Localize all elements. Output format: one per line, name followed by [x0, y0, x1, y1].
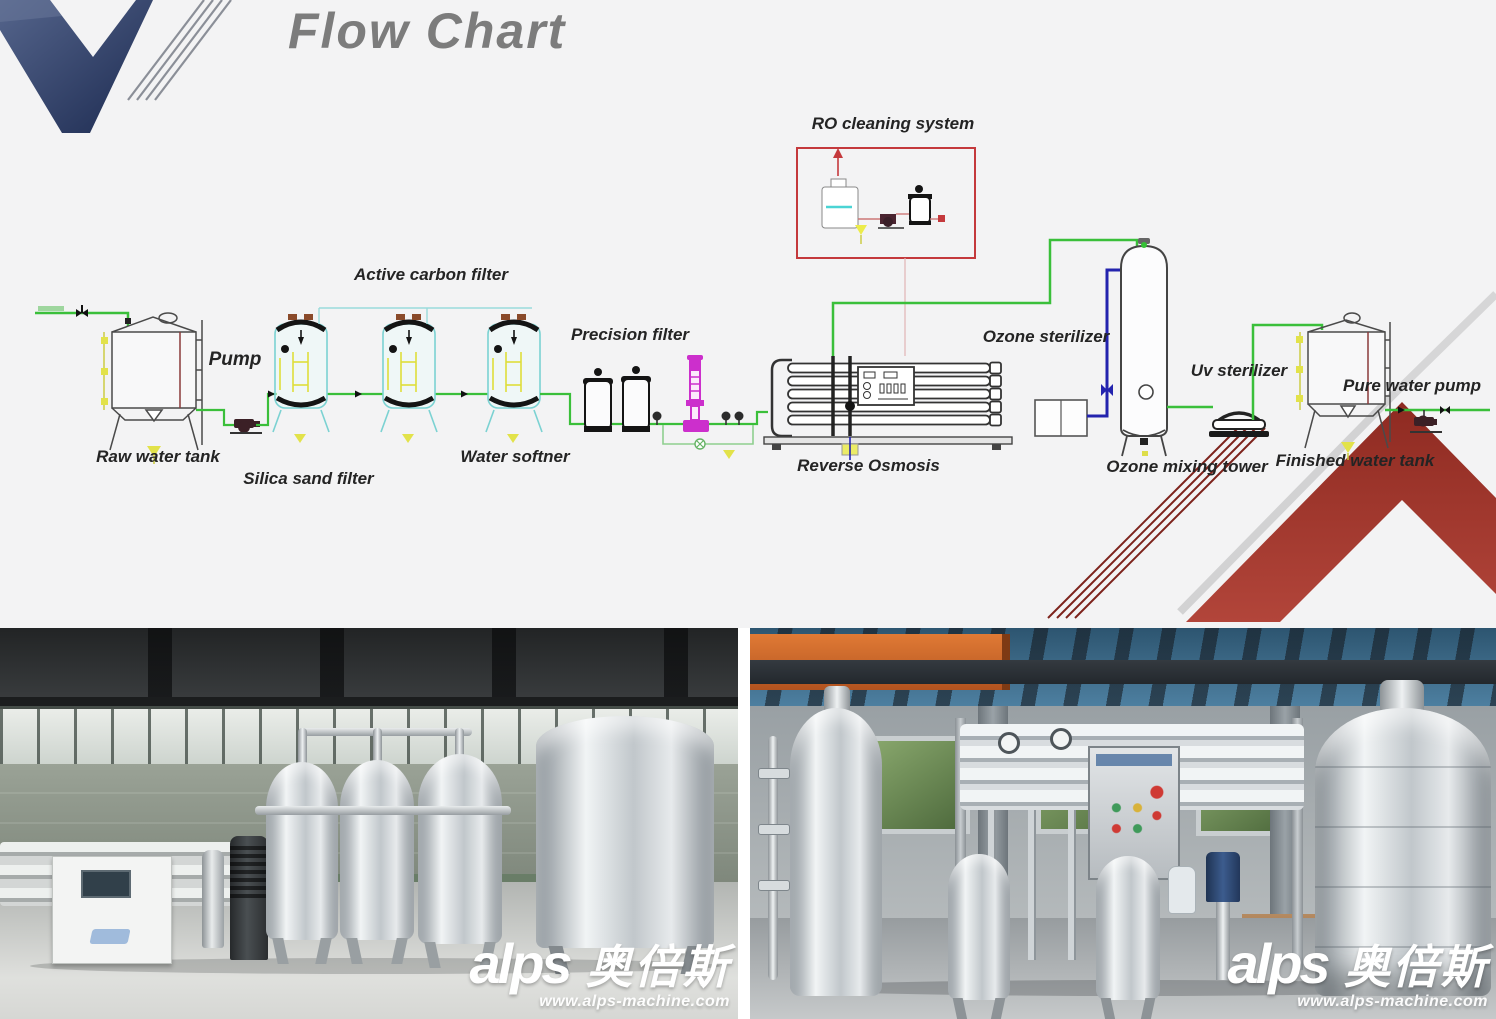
label-pump: Pump: [208, 349, 262, 370]
label-uv-sterilizer: Uv sterilizer: [1190, 361, 1288, 380]
vertical-pump-motor: [230, 836, 268, 960]
brand-logo-v-icon: [0, 0, 232, 133]
watermark-brand: alps 奥倍斯: [469, 931, 730, 997]
watermark-cjk: 奥倍斯: [586, 941, 730, 993]
tank-riser-pipe: [373, 728, 382, 766]
raw-water-tank-symbol: [101, 312, 203, 464]
pump-motor: [1206, 852, 1240, 902]
watermark-latin: alps: [469, 932, 572, 995]
filter-tank-3: [418, 754, 502, 944]
pipe-flange: [758, 824, 790, 835]
overhead-pipe: [300, 728, 472, 736]
factory-ceiling: [0, 628, 738, 706]
flowchart-section: Flow Chart Raw water tank Pump Silica sa…: [0, 0, 1496, 628]
tank-top-cap: [824, 686, 850, 712]
label-water-softner: Water softner: [460, 447, 570, 466]
vertical-multistage-pump: [1206, 852, 1240, 980]
silica-sand-filter-symbol: [272, 308, 330, 443]
page-title: Flow Chart: [288, 3, 567, 59]
label-active-carbon-filter: Active carbon filter: [354, 265, 508, 284]
label-raw-water-tank: Raw water tank: [96, 447, 220, 466]
photo-left-factory: alps 奥倍斯 www.alps-machine.com: [0, 628, 738, 1019]
label-reverse-osmosis: Reverse Osmosis: [797, 456, 940, 475]
small-vessel: [948, 854, 1010, 1000]
label-silica-sand-filter: Silica sand filter: [243, 469, 374, 488]
floor-shadow: [30, 958, 720, 974]
tank-riser-pipe: [455, 728, 464, 760]
pressure-gauge: [998, 732, 1020, 754]
photo-right-factory: alps 奥倍斯 www.alps-machine.com: [750, 628, 1496, 1019]
red-chevron-graphic: [1047, 291, 1496, 622]
active-carbon-filter-symbol: [380, 308, 438, 443]
label-pure-water-pump: Pure water pump: [1343, 376, 1481, 395]
label-finished-water-tank: Finished water tank: [1275, 451, 1435, 470]
chevron-stripes: [1047, 427, 1266, 619]
skid-frame-post: [955, 718, 966, 970]
watermark: alps 奥倍斯 www.alps-machine.com: [1227, 931, 1488, 1011]
ro-to-tower-line: [831, 238, 1139, 356]
media-filter-vessels: [319, 307, 532, 398]
watermark-url: www.alps-machine.com: [539, 993, 730, 1010]
label-precision-filter: Precision filter: [570, 325, 690, 344]
pump-column: [1216, 902, 1230, 980]
ozone-mixing-tower-symbol: [1120, 238, 1168, 457]
pipe-flange: [758, 880, 790, 891]
filter-tank: [790, 708, 882, 996]
watermark-cjk: 奥倍斯: [1344, 941, 1488, 993]
roof-steel-beam: [750, 660, 1496, 684]
flow-diagram: [0, 0, 1496, 622]
feed-line: [35, 305, 131, 326]
small-filter-column: [202, 850, 224, 948]
control-cabinet: [52, 856, 172, 964]
watermark-latin: alps: [1227, 932, 1330, 995]
cabinet-logo-mark: [89, 929, 131, 944]
watermark: alps 奥倍斯 www.alps-machine.com: [469, 931, 730, 1011]
water-storage-tank: [536, 716, 714, 948]
pressure-gauge: [1050, 728, 1072, 750]
watermark-url: www.alps-machine.com: [1297, 993, 1488, 1010]
label-ozone-mixing-tower: Ozone mixing tower: [1106, 457, 1268, 476]
skid-frame-post: [1292, 718, 1303, 970]
label-ro-cleaning-system: RO cleaning system: [811, 114, 975, 133]
small-vessel: [1096, 856, 1160, 1000]
watermark-brand: alps 奥倍斯: [1227, 931, 1488, 997]
label-ozone-sterilizer: Ozone sterilizer: [982, 327, 1110, 346]
water-bottle: [1168, 866, 1196, 914]
pipe-flange: [758, 768, 790, 779]
filter-tank-2: [340, 760, 414, 940]
raw-pump-symbol: [196, 390, 277, 434]
tank-riser-pipe: [298, 728, 307, 768]
manifold-pipe: [255, 806, 511, 815]
high-pressure-pump-symbol: [683, 355, 709, 432]
uv-sterilizer-symbol: [1167, 323, 1324, 437]
ro-cleaning-system-symbol: [796, 147, 976, 356]
reverse-osmosis-symbol: [763, 356, 1013, 460]
tank-side-pipe: [768, 736, 778, 980]
pressure-gauges: [652, 411, 744, 425]
finished-water-tank-symbol: [1296, 312, 1391, 460]
water-softner-symbol: [485, 314, 543, 443]
pure-water-pump-symbol: [1385, 406, 1490, 433]
main-line-to-ro: [540, 392, 768, 459]
filter-tank-1: [266, 762, 338, 940]
precision-filter-symbols: [583, 366, 651, 432]
storage-tank: [1315, 708, 1491, 996]
cabinet-screen: [81, 870, 131, 898]
